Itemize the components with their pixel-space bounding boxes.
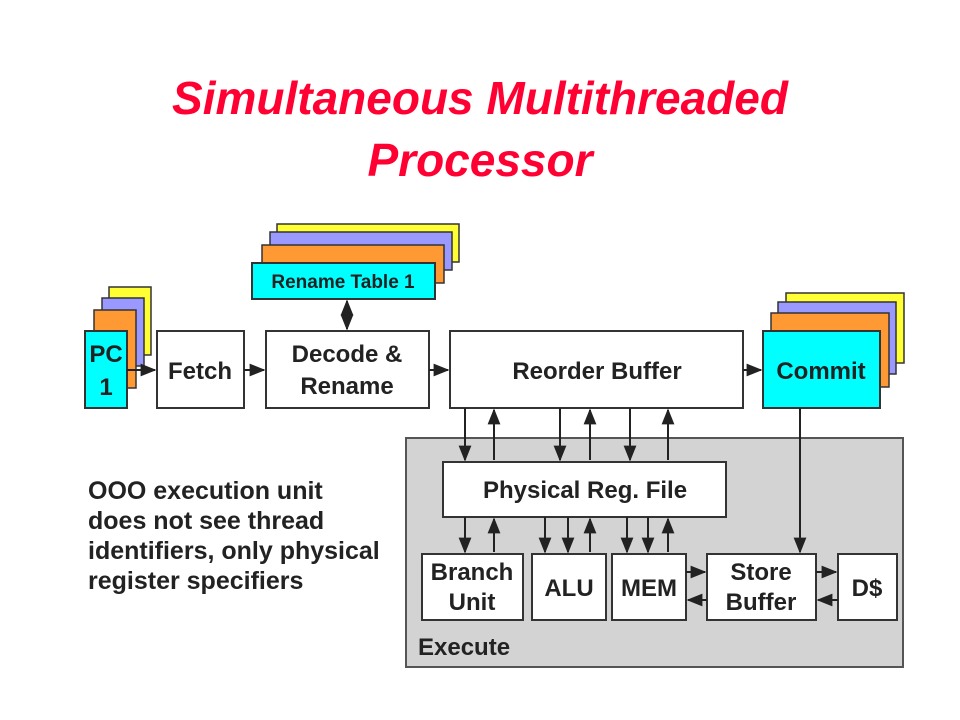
fetch-label: Fetch [168, 358, 232, 385]
rename-table-label: Rename Table 1 [271, 272, 415, 293]
reorder-buffer-box [449, 330, 744, 409]
mem-box [611, 553, 687, 621]
title-line-1: Simultaneous Multithreaded [172, 72, 788, 124]
decode-label-line2: Rename [300, 373, 393, 400]
mem-label: MEM [621, 575, 677, 602]
branch-label-line2: Unit [449, 589, 496, 616]
pc-label-line1: PC [89, 341, 122, 368]
branch-unit-box [421, 553, 524, 621]
pc-label-line2: 1 [99, 374, 112, 401]
store-buffer-box [706, 553, 817, 621]
decode-label-line1: Decode & [292, 341, 403, 368]
reorder-buffer-label: Reorder Buffer [512, 358, 681, 385]
store-label-line1: Store [730, 559, 791, 586]
physical-reg-file-box [442, 461, 727, 518]
dcache-box [837, 553, 898, 621]
decode-rename-box [265, 330, 430, 409]
commit-stack [762, 292, 905, 409]
note-text: OOO execution unit does not see thread i… [88, 477, 380, 595]
physical-reg-file-label: Physical Reg. File [483, 477, 687, 504]
arrows [127, 299, 838, 607]
alu-label: ALU [544, 575, 593, 602]
alu-box [531, 553, 607, 621]
store-label-line2: Buffer [726, 589, 797, 616]
dcache-label: D$ [852, 575, 883, 602]
execute-label: Execute [418, 634, 510, 661]
title-line-2: Processor [367, 134, 593, 186]
rename-table-stack [251, 223, 460, 300]
commit-label: Commit [776, 358, 865, 385]
fetch-box [156, 330, 245, 409]
branch-label-line1: Branch [431, 559, 514, 586]
pc-stack [84, 286, 152, 409]
